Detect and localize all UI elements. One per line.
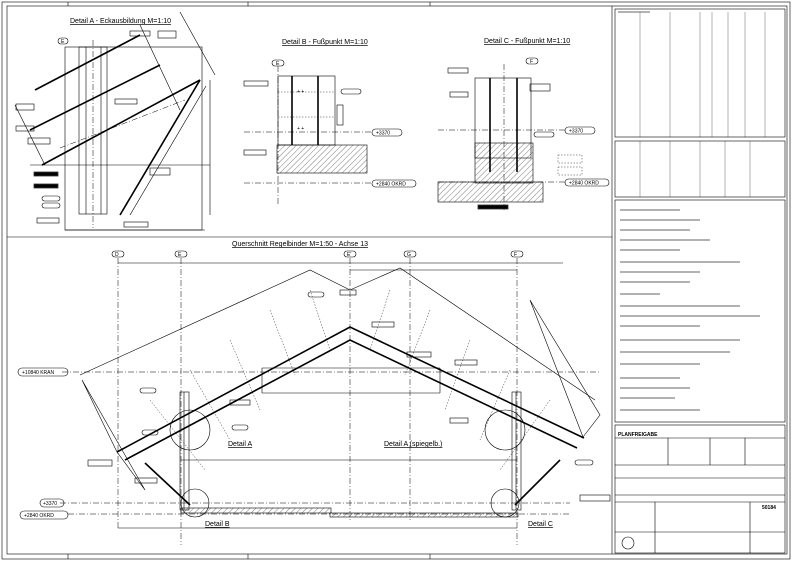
svg-text:+ +: + + xyxy=(297,89,304,95)
callout-detail-a: Detail A xyxy=(228,441,252,448)
level-marker xyxy=(371,128,403,137)
detail-b-title: Detail B - Fußpunkt M=1:10 xyxy=(282,39,368,46)
svg-text:+ +: + + xyxy=(297,126,304,132)
parts-list-table xyxy=(614,8,786,138)
axis-label: E xyxy=(178,252,182,258)
detail-c-title: Detail C - Fußpunkt M=1:10 xyxy=(484,38,570,45)
callout-detail-c: Detail C xyxy=(528,521,553,528)
text-lines xyxy=(618,11,760,411)
axis-grid: D E E' G F xyxy=(111,250,563,545)
level-okrd-label: +2840 OKRD xyxy=(24,513,54,519)
axis-marker xyxy=(57,37,69,45)
detail-a-title: Detail A - Eckausbildung M=1:10 xyxy=(70,18,171,25)
level-label: +2840 OKRD xyxy=(569,181,599,187)
callout-detail-a-mirrored: Detail A (spiegelb.) xyxy=(384,441,442,448)
axis-label: G xyxy=(407,252,411,258)
axis-label: F xyxy=(530,59,533,65)
detail-a-eckausbildung: Detail A - Eckausbildung M=1:10 E xyxy=(14,11,216,231)
elevation-levels: +10840 KRAN +3370 +2840 OKRD xyxy=(17,367,600,520)
callout-detail-b: Detail B xyxy=(205,521,230,528)
annotation-tags xyxy=(15,30,177,228)
level-kran-label: +10840 KRAN xyxy=(22,370,54,376)
detail-c-fusspunkt: Detail C - Fußpunkt M=1:10 F +3370 +2840… xyxy=(437,38,610,210)
steel-schedule-table xyxy=(614,140,786,198)
columns xyxy=(179,391,522,511)
axis-label: F xyxy=(514,252,517,258)
floor-slab xyxy=(180,507,519,518)
detail-callouts: Detail A Detail A (spiegelb.) Detail B D… xyxy=(169,409,553,528)
level-marker xyxy=(371,179,417,188)
roof-truss xyxy=(79,267,601,506)
level-label: +3370 xyxy=(569,129,583,135)
level-label: +2840 OKRD xyxy=(376,182,406,188)
level-3370-label: +3370 xyxy=(43,501,57,507)
drawing-number: 50184 xyxy=(762,505,776,511)
section-title: Querschnitt Regelbinder M=1:50 - Achse 1… xyxy=(232,241,368,248)
axis-label: E xyxy=(276,61,280,67)
annotation-tags xyxy=(87,289,611,502)
title-block: PLANFREIGABE 50184 xyxy=(614,424,786,554)
general-notes xyxy=(614,199,786,423)
company-logo xyxy=(621,536,635,550)
approval-heading: PLANFREIGABE xyxy=(618,432,658,438)
detail-b-fusspunkt: Detail B - Fußpunkt M=1:10 E + + + + +337… xyxy=(243,39,417,205)
axis-label: E xyxy=(61,39,65,45)
axis-label: D xyxy=(115,252,119,258)
level-label: +3370 xyxy=(376,131,390,137)
axis-label: E' xyxy=(347,252,351,258)
cross-section-regelbinder: Querschnitt Regelbinder M=1:50 - Achse 1… xyxy=(17,241,611,545)
